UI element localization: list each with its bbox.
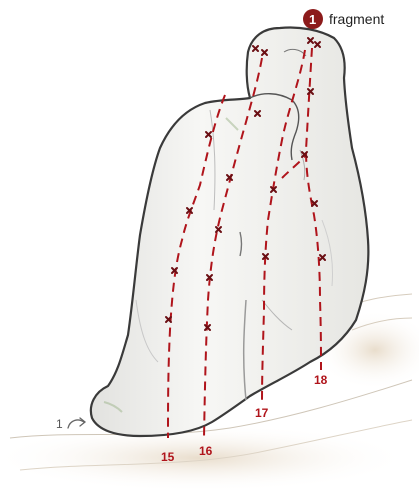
fragment-badge: 1 fragment bbox=[303, 9, 384, 29]
route-label-17: 17 bbox=[255, 406, 269, 420]
route-label-16: 16 bbox=[199, 444, 213, 458]
route-label-15: 15 bbox=[161, 450, 175, 464]
badge-number: 1 bbox=[309, 12, 316, 27]
start-marker-number: 1 bbox=[56, 417, 63, 431]
start-marker: 1 bbox=[56, 417, 85, 431]
fragment-label: fragment bbox=[329, 11, 384, 27]
curved-arrow-icon bbox=[68, 418, 85, 428]
route-label-18: 18 bbox=[314, 373, 328, 387]
